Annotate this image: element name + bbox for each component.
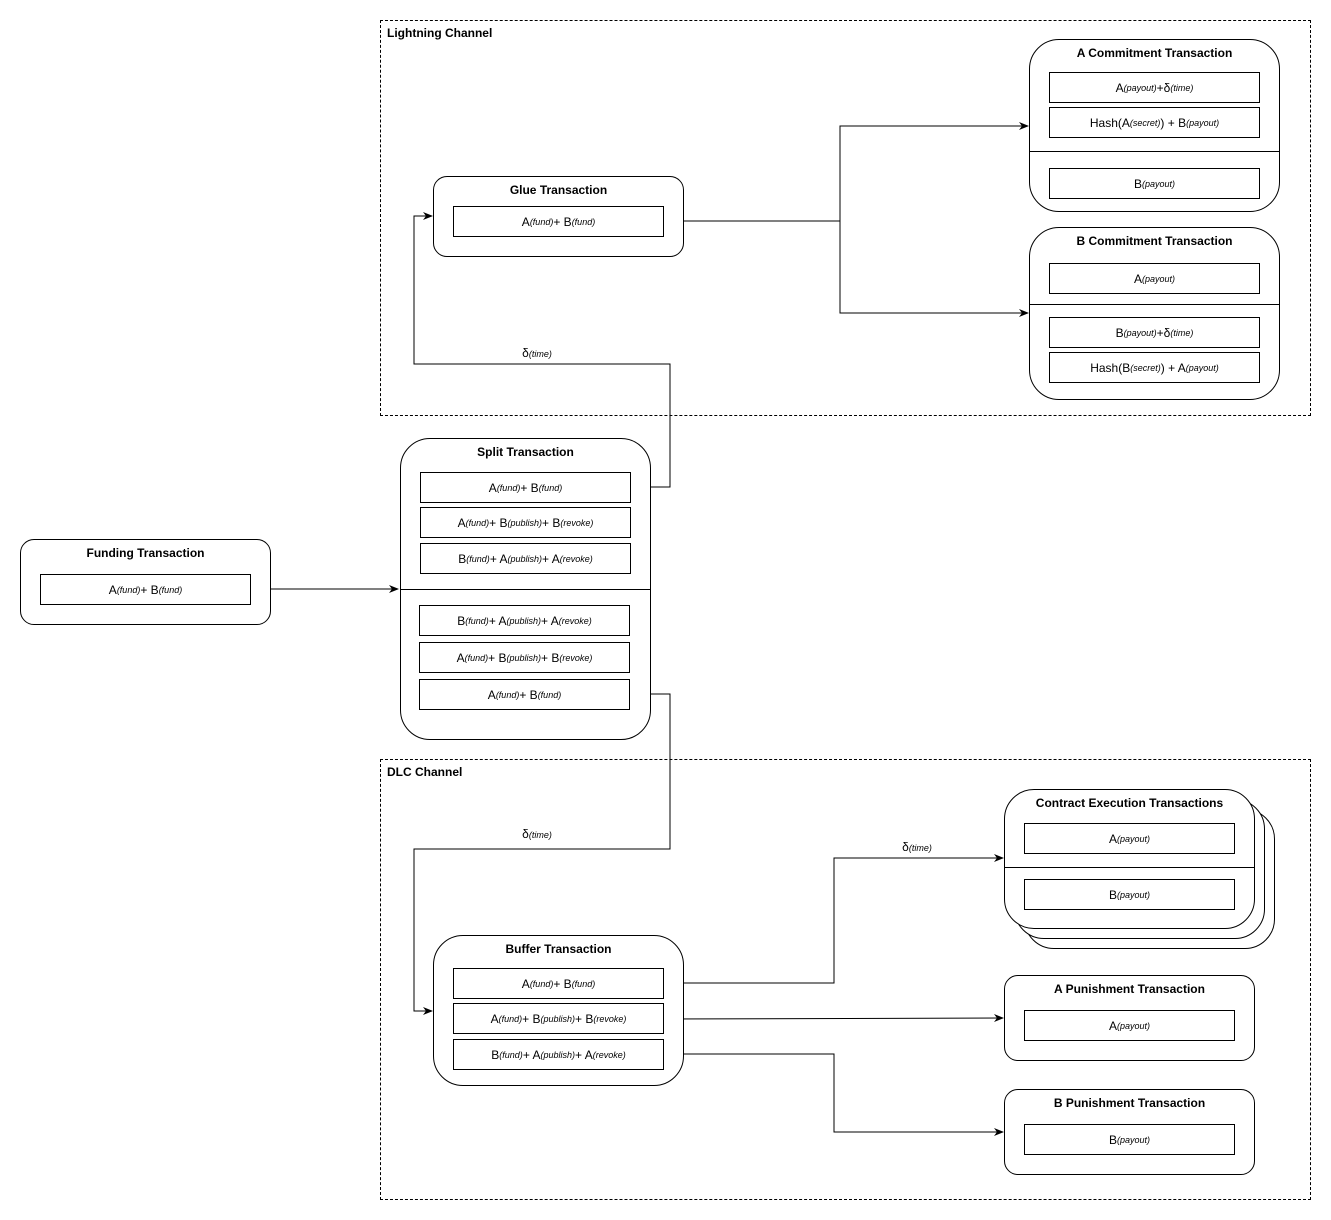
a-commitment-output: A(payout) +δ(time) — [1049, 72, 1260, 103]
cet-divider — [1005, 867, 1254, 868]
cet-delay-label: δ(time) — [902, 840, 932, 854]
split-transaction-title: Split Transaction — [477, 445, 574, 459]
split-output: A(fund) + B(fund) — [419, 679, 630, 710]
a-commitment-output: B(payout) — [1049, 168, 1260, 199]
glue-delay-label: δ(time) — [522, 346, 552, 360]
b-punishment-transaction-title: B Punishment Transaction — [1053, 1096, 1206, 1110]
a-commitment-divider — [1030, 151, 1279, 152]
b-commitment-output: A(payout) — [1049, 263, 1260, 294]
funding-transaction-title: Funding Transaction — [86, 546, 205, 560]
contract-execution-transactions-title: Contract Execution Transactions — [1035, 796, 1224, 810]
split-output: A(fund) + B(fund) — [420, 472, 631, 503]
split-transaction: Split Transaction A(fund) + B(fund) A(fu… — [400, 438, 651, 740]
buffer-output: A(fund) + B(publish) + B(revoke) — [453, 1003, 664, 1034]
contract-execution-transactions: Contract Execution Transactions A(payout… — [1004, 789, 1255, 929]
a-commitment-transaction-title: A Commitment Transaction — [1076, 46, 1233, 60]
lightning-channel-region: Lightning Channel — [380, 20, 1311, 416]
b-commitment-output: B(payout) +δ(time) — [1049, 317, 1260, 348]
glue-transaction: Glue Transaction A(fund) + B(fund) — [433, 176, 684, 257]
split-output: A(fund) + B(publish) + B(revoke) — [420, 507, 631, 538]
b-commitment-transaction-title: B Commitment Transaction — [1076, 234, 1233, 248]
split-output: B(fund) + A(publish) + A(revoke) — [419, 605, 630, 636]
funding-output: A(fund) + B(fund) — [40, 574, 251, 605]
glue-transaction-title: Glue Transaction — [509, 183, 608, 197]
buffer-output: A(fund) + B(fund) — [453, 968, 664, 999]
a-punishment-transaction: A Punishment Transaction A(payout) — [1004, 975, 1255, 1061]
split-output: A(fund) + B(publish) + B(revoke) — [419, 642, 630, 673]
cet-output: B(payout) — [1024, 879, 1235, 910]
b-commitment-divider — [1030, 304, 1279, 305]
a-punishment-transaction-title: A Punishment Transaction — [1054, 982, 1205, 996]
b-punishment-output: B(payout) — [1024, 1124, 1235, 1155]
buffer-delay-label: δ(time) — [522, 827, 552, 841]
a-commitment-transaction: A Commitment Transaction A(payout) +δ(ti… — [1029, 39, 1280, 212]
funding-transaction: Funding Transaction A(fund) + B(fund) — [20, 539, 271, 625]
a-punishment-output: A(payout) — [1024, 1010, 1235, 1041]
glue-output: A(fund) + B(fund) — [453, 206, 664, 237]
dlc-channel-label: DLC Channel — [387, 765, 463, 779]
split-divider — [401, 589, 650, 590]
cet-output: A(payout) — [1024, 823, 1235, 854]
b-commitment-transaction: B Commitment Transaction A(payout) B(pay… — [1029, 227, 1280, 400]
split-output: B(fund) + A(publish) + A(revoke) — [420, 543, 631, 574]
b-commitment-output: Hash(B(secret)) + A(payout) — [1049, 352, 1260, 383]
lightning-channel-label: Lightning Channel — [387, 26, 493, 40]
b-punishment-transaction: B Punishment Transaction B(payout) — [1004, 1089, 1255, 1175]
buffer-output: B(fund) + A(publish) + A(revoke) — [453, 1039, 664, 1070]
buffer-transaction-title: Buffer Transaction — [505, 942, 612, 956]
a-commitment-output: Hash(A(secret)) + B(payout) — [1049, 107, 1260, 138]
buffer-transaction: Buffer Transaction A(fund) + B(fund) A(f… — [433, 935, 684, 1086]
